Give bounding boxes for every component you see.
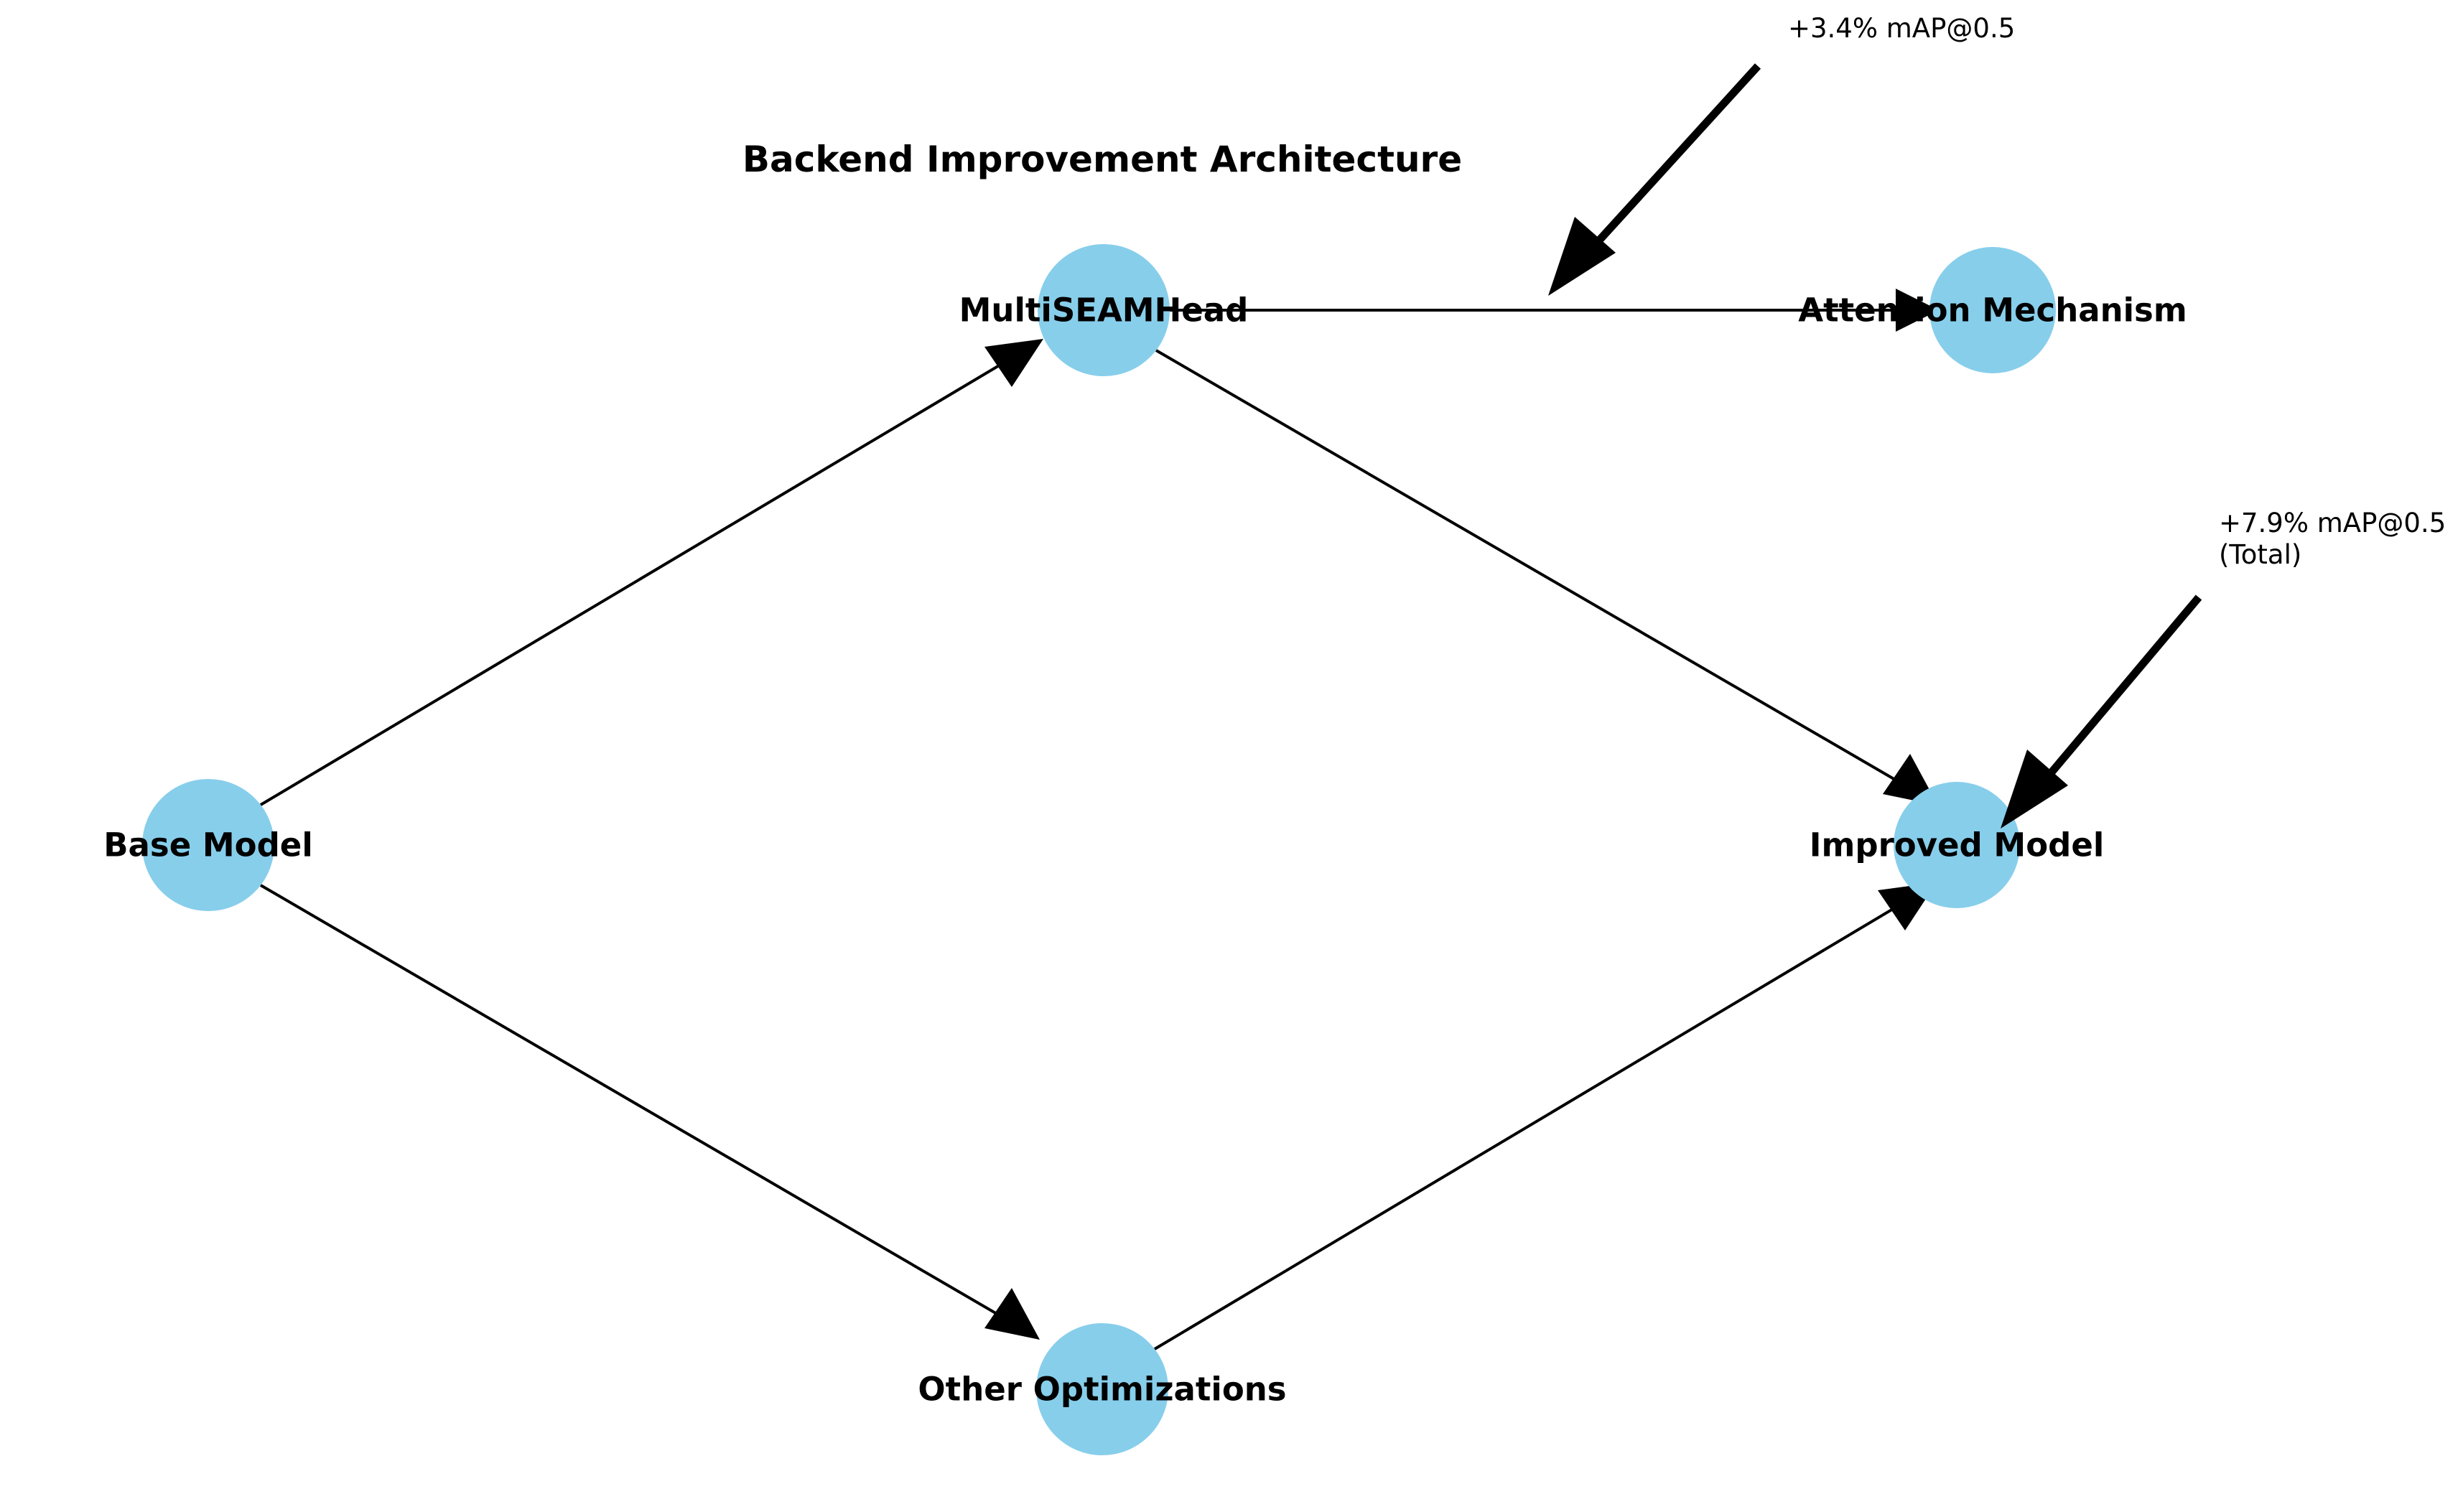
edge-arrowhead [1896, 289, 1939, 332]
nodes-group [142, 244, 2056, 1455]
node-circle-multiseamhead[interactable] [1038, 244, 1170, 376]
edge-line [259, 352, 1021, 806]
edge-line [259, 884, 1017, 1326]
node-label-other-optimizations: Other Optimizations [918, 1370, 1287, 1409]
annotation-arrow-shaft [2039, 594, 2202, 785]
edges-group [259, 289, 1939, 1350]
annotation-arrow-gain-total [2001, 594, 2202, 829]
node-circle-base-model[interactable] [142, 779, 274, 911]
edge-multiseamhead-to-improved-model [1155, 349, 1938, 806]
node-label-multiseamhead: MultiSEAMHead [959, 291, 1249, 330]
annotation-arrow-gain-multiseamhead [1548, 63, 1761, 296]
edge-line [1153, 896, 1914, 1350]
edge-arrowhead [984, 339, 1043, 387]
node-circle-improved-model[interactable] [1894, 782, 2020, 908]
edge-other-optimizations-to-improved-model [1153, 882, 1937, 1350]
edge-line [1155, 349, 1915, 792]
edge-base-model-to-other-optimizations [259, 884, 1040, 1340]
edge-base-model-to-multiseamhead [259, 339, 1043, 806]
annotation-label-gain-multiseamhead: +3.4% mAP@0.5 [1788, 13, 2016, 44]
annotation-arrow-head [2001, 750, 2068, 829]
edge-arrowhead [984, 1288, 1040, 1340]
node-circle-other-optimizations[interactable] [1036, 1323, 1168, 1455]
annotation-arrow-head [1548, 217, 1616, 296]
node-circle-attention-mechanism[interactable] [1929, 247, 2056, 373]
page-title: Backend Improvement Architecture [742, 139, 1463, 180]
node-label-improved-model: Improved Model [1809, 826, 2105, 864]
annotation-arrow-shaft [1587, 63, 1761, 253]
node-label-attention-mechanism: Attention Mechanism [1798, 291, 2187, 330]
annotation-label-gain-total: +7.9% mAP@0.5 (Total) [2219, 508, 2446, 570]
node-label-base-model: Base Model [103, 826, 313, 864]
edge-multiseamhead-to-attention-mechanism [1170, 289, 1939, 332]
annotation-arrows-group [1548, 63, 2202, 829]
